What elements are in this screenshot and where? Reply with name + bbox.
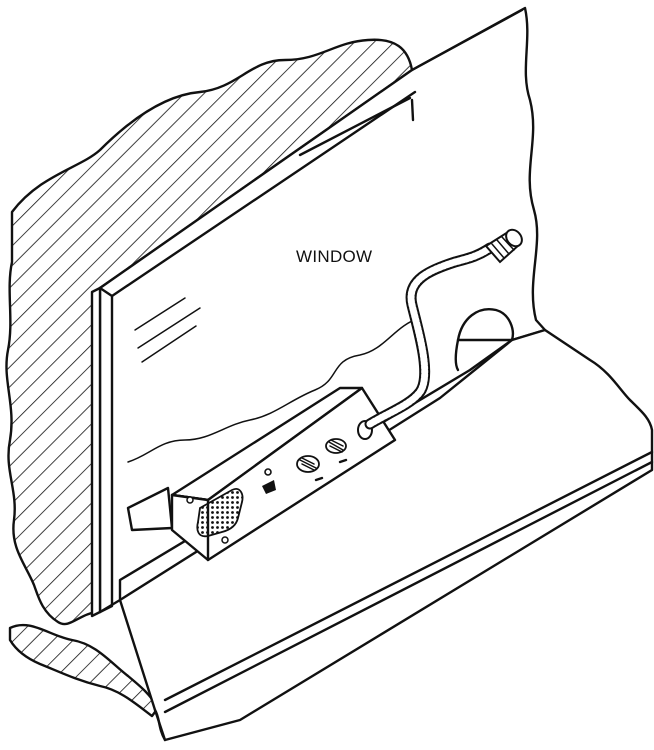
window-frame	[90, 90, 417, 618]
speaker-grille	[196, 488, 244, 538]
tone-knob	[325, 438, 347, 454]
screw-icon	[221, 536, 229, 544]
glass-break-line	[127, 317, 421, 463]
talk-indicator-icon	[262, 468, 276, 494]
volume-knob	[296, 455, 320, 473]
window-label: WINDOW	[296, 247, 372, 266]
counter-ledge	[118, 328, 654, 742]
window-glass	[98, 6, 547, 614]
screw-icon	[186, 496, 194, 504]
pass-through-opening	[454, 308, 514, 372]
microphone-head-icon	[505, 228, 523, 248]
gooseneck-microphone	[364, 228, 523, 430]
